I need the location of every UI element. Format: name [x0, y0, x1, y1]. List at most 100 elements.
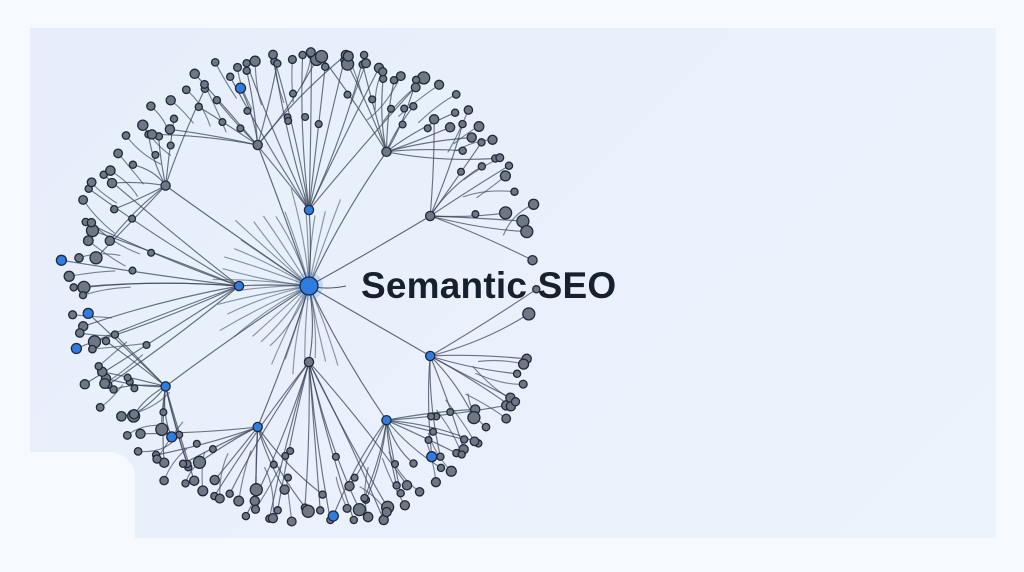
leaf-node [426, 451, 438, 463]
branch-node [427, 412, 436, 421]
branch-edge [386, 408, 476, 421]
leaf-node [78, 291, 88, 300]
branch-node [284, 116, 293, 125]
leaf-node [399, 500, 411, 511]
leaf-node [74, 253, 84, 263]
branch-edge [165, 386, 188, 465]
branch-node [236, 124, 245, 133]
leaf-node [381, 506, 392, 518]
branch-node [368, 95, 377, 104]
leaf-node [232, 62, 243, 72]
leaf-node [209, 474, 220, 486]
leaf-node [433, 79, 445, 90]
leaf-node [481, 422, 491, 432]
branch-edge [73, 282, 240, 288]
leaf-node [498, 206, 513, 220]
branch-node [160, 381, 171, 392]
leaf-edge [255, 465, 282, 510]
branch-edge [147, 134, 167, 186]
leaf-node [86, 177, 97, 188]
branch-edge [385, 420, 398, 486]
leaf-node [99, 377, 111, 390]
branch-edge [429, 165, 483, 217]
leaf-node [233, 495, 245, 507]
branch-edge [301, 54, 310, 211]
leaf-node [430, 477, 442, 488]
branch-node [303, 356, 315, 368]
branch-edge [362, 64, 388, 152]
leaf-node [69, 283, 78, 292]
leaf-node [110, 330, 120, 339]
branch-node [424, 210, 436, 222]
branch-edge [386, 419, 457, 454]
hub-edge [165, 285, 310, 387]
leaf-node [101, 336, 111, 346]
leaf-node [411, 75, 421, 85]
leaf-node [410, 82, 421, 93]
branch-edge [107, 285, 240, 386]
branch-edge [386, 112, 456, 153]
branch-node [386, 104, 396, 113]
leaf-node [194, 102, 204, 112]
leaf-node [501, 413, 512, 424]
leaf-node [133, 446, 143, 456]
leaf-node [342, 503, 352, 513]
leaf-node [414, 486, 425, 497]
leaf-node [451, 90, 461, 99]
leaf-node [477, 138, 486, 147]
leaf-node [436, 452, 445, 461]
spoke-edge [235, 219, 310, 287]
branch-edge [386, 149, 463, 153]
leaf-node [522, 307, 536, 321]
leaf-node [527, 254, 538, 266]
leaf-node [320, 62, 330, 72]
leaf-node [89, 251, 103, 265]
branch-edge [246, 70, 259, 146]
leaf-node [499, 170, 512, 182]
branch-edge [429, 355, 441, 457]
leaf-node [82, 235, 94, 247]
spoke-edge [224, 256, 310, 287]
leaf-node [504, 161, 514, 170]
leaf-node [225, 72, 235, 82]
leaf-node [444, 122, 456, 133]
leaf-node [82, 307, 94, 320]
leaf-node [128, 160, 138, 170]
branch-edge [229, 76, 310, 211]
branch-edge [429, 123, 464, 217]
leaf-edge [366, 75, 402, 121]
leaf-node [86, 217, 97, 228]
branch-edge [429, 119, 435, 217]
leaf-node [466, 132, 477, 143]
branch-node [142, 340, 151, 350]
leaf-node [457, 450, 466, 459]
leaf-node [146, 129, 158, 140]
branch-node [123, 373, 132, 382]
branch-edge [88, 188, 240, 287]
branch-node [233, 280, 245, 292]
branch-edge [140, 426, 258, 435]
leaf-node [122, 430, 132, 440]
leaf-node [273, 506, 282, 515]
leaf-node [249, 55, 261, 67]
leaf-node [242, 66, 251, 75]
leaf-node [344, 480, 355, 492]
leaf-node [234, 82, 247, 94]
branch-edge [429, 165, 510, 217]
branch-edge [308, 54, 312, 211]
branch-edge [83, 285, 240, 327]
leaf-node [113, 148, 124, 159]
hub-edge [257, 144, 310, 287]
branch-edge [257, 426, 323, 496]
branch-edge [430, 355, 518, 375]
leaf-node [378, 67, 388, 77]
hub-edge [308, 285, 431, 357]
branch-edge [308, 67, 380, 211]
branch-node [151, 150, 160, 159]
leaf-node [214, 493, 225, 504]
hub-edge [308, 151, 387, 287]
leaf-edge [462, 190, 515, 198]
leaf-node [401, 480, 413, 491]
leaf-node [459, 435, 469, 444]
